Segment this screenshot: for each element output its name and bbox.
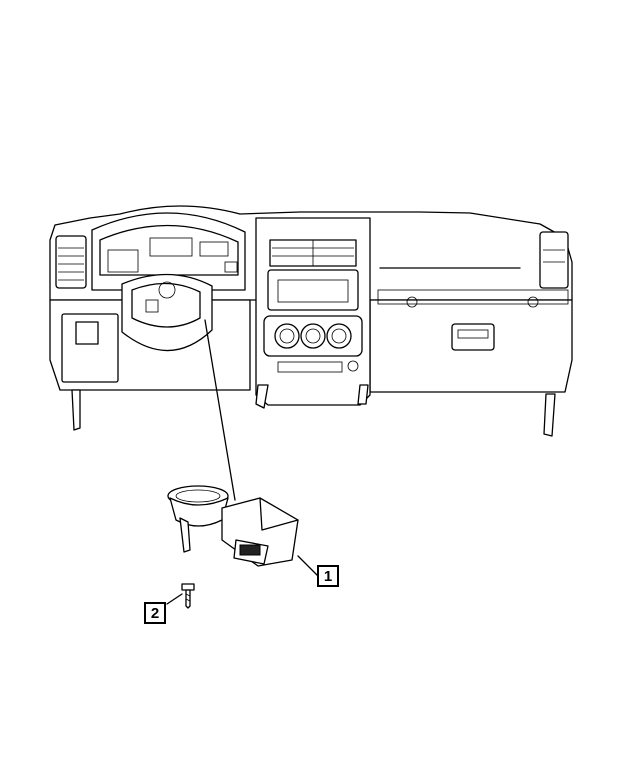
climate-control-knobs (263, 315, 363, 357)
instrument-cluster (91, 212, 246, 291)
instrument-panel (49, 205, 573, 437)
center-air-vents (269, 239, 357, 267)
callout-1: 1 (317, 565, 339, 587)
callout-2-leader (166, 593, 183, 605)
component-1-module (167, 485, 299, 567)
left-air-vent (55, 235, 87, 289)
steering-column-shroud (121, 273, 213, 352)
callout-1-leader (297, 555, 319, 577)
callout-2: 2 (144, 602, 166, 624)
component-2-screw (181, 583, 195, 609)
leader-line-1 (204, 319, 236, 501)
